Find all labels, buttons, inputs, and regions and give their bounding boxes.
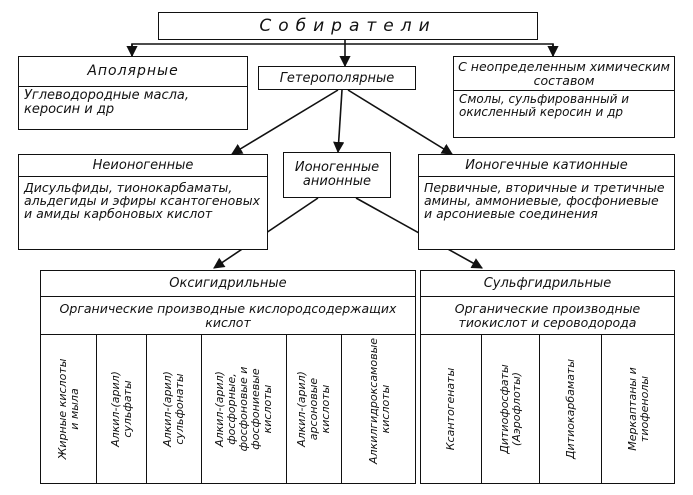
oxyhydryl-subtitle: Органические производные кислородсодержа… bbox=[41, 297, 415, 335]
oxyhydryl-box: Оксигидрильные Органические производные … bbox=[40, 270, 416, 484]
anionic-title: Ионогенные анионные bbox=[294, 159, 380, 189]
arrow-nonionic bbox=[231, 89, 339, 155]
oxyhydryl-item: Алкилгидроксамовые кислоты bbox=[341, 335, 417, 483]
sulfhydryl-title: Сульфгидрильные bbox=[421, 271, 674, 297]
oxyhydryl-item: Алкил-(арил) арсоновые кислоты bbox=[286, 335, 341, 483]
sulfhydryl-item: Дитиокарбаматы bbox=[539, 335, 601, 483]
root-box: Собиратели bbox=[158, 12, 538, 40]
apolar-desc: Углеводородные масла, керосин и др bbox=[24, 88, 190, 117]
oxyhydryl-title: Оксигидрильные bbox=[41, 271, 415, 297]
apolar-box: Аполярные Углеводородные масла, керосин … bbox=[18, 56, 248, 130]
sulfhydryl-item: Ксантогенаты bbox=[443, 367, 457, 451]
oxyhydryl-item: Алкил-(арил) фосфорные, фосфоновые и фос… bbox=[201, 335, 286, 483]
oxyhydryl-items: Жирные кислоты и мыла Алкил-(арил) сульф… bbox=[41, 335, 415, 483]
sulfhydryl-subtitle: Органические производные тиокислот и сер… bbox=[421, 297, 674, 335]
arrow-cationic bbox=[347, 89, 453, 155]
cationic-box: Ионогечные катионные Первичные, вторичны… bbox=[418, 154, 675, 250]
undefined-desc: Смолы, сульфированный и окисленный керос… bbox=[459, 92, 630, 119]
arrow-anionic bbox=[333, 89, 345, 154]
oxyhydryl-item: Жирные кислоты и мыла bbox=[55, 358, 81, 460]
oxyhydryl-item: Алкил-(арил) сульфаты bbox=[96, 335, 146, 483]
sulfhydryl-item: Меркаптаны и тиофенолы bbox=[601, 335, 676, 483]
heteropolar-title: Гетерополярные bbox=[279, 70, 395, 86]
oxyhydryl-item: Алкил-(арил) сульфонаты bbox=[146, 335, 201, 483]
nonionic-title: Неионогенные bbox=[19, 155, 267, 177]
sulfhydryl-items: Ксантогенаты Дитиофосфаты (Аэрофлоты) Ди… bbox=[421, 335, 674, 483]
sulfhydryl-item: Дитиофосфаты (Аэрофлоты) bbox=[481, 335, 539, 483]
nonionic-box: Неионогенные Дисульфиды, тионокарбаматы,… bbox=[18, 154, 268, 250]
sulfhydryl-box: Сульфгидрильные Органические производные… bbox=[420, 270, 675, 484]
nonionic-desc: Дисульфиды, тионокарбаматы, альдегиды и … bbox=[24, 180, 260, 222]
heteropolar-box: Гетерополярные bbox=[258, 66, 416, 90]
root-bar bbox=[131, 43, 554, 56]
undefined-title: С неопределенным химическим составом bbox=[454, 57, 674, 91]
cationic-title: Ионогечные катионные bbox=[419, 155, 674, 177]
apolar-title: Аполярные bbox=[19, 57, 247, 87]
anionic-box: Ионогенные анионные bbox=[283, 152, 391, 198]
root-label: Собиратели bbox=[259, 16, 437, 36]
undefined-box: С неопределенным химическим составом Смо… bbox=[453, 56, 675, 138]
cationic-desc: Первичные, вторичные и третичные амины, … bbox=[424, 180, 665, 222]
